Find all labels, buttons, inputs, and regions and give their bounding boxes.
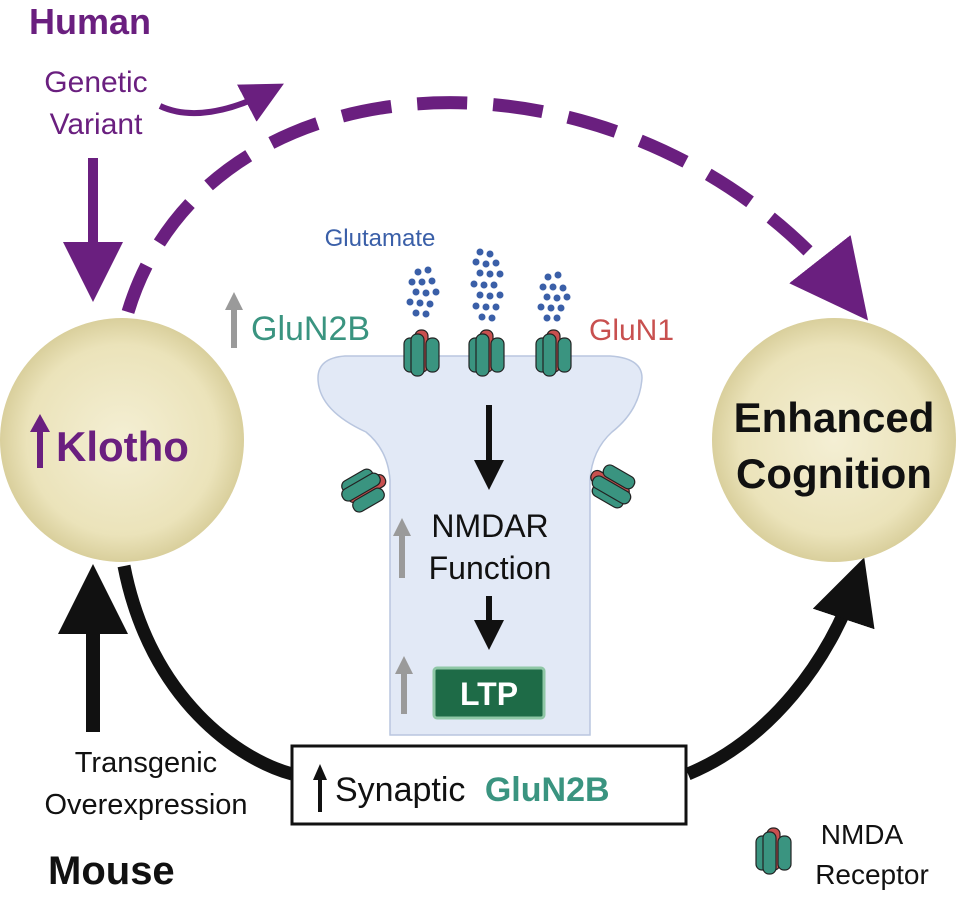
glun2b-up-arrow-icon (225, 292, 243, 348)
transgenic-label: Transgenic (75, 747, 217, 779)
genetic-variant-curve-arrow (158, 83, 284, 122)
cognition-label: Cognition (736, 450, 932, 497)
synaptic-glun2b-box (290, 744, 688, 826)
synaptic-up-arrow-icon (313, 764, 327, 812)
nmdar-label: NMDAR (431, 508, 548, 544)
glutamate-cluster-right (537, 271, 571, 322)
nmda-receptor-side-left (335, 462, 395, 517)
enhanced-label: Enhanced (734, 394, 935, 441)
ltp-up-arrow-icon (395, 656, 413, 714)
enhanced-cognition-circle (712, 318, 956, 562)
nmdar-up-arrow-icon (393, 518, 411, 578)
genetic-label: Genetic (44, 66, 147, 99)
synaptic-word: Synaptic (335, 771, 465, 809)
glun1-label: GluN1 (589, 314, 674, 347)
glutamate-cluster-left (406, 266, 440, 318)
legend-receptor-icon (755, 827, 792, 875)
function-label: Function (429, 550, 552, 586)
legend-receptor-label: Receptor (815, 859, 929, 890)
bottom-arc-left (117, 564, 294, 781)
bottom-arc-right (685, 557, 875, 781)
dashed-arc-arrow (121, 96, 869, 321)
glutamate-cluster-center (470, 248, 504, 322)
ltp-label: LTP (460, 676, 518, 712)
mouse-label: Mouse (48, 849, 175, 893)
nmda-receptor-top-center (468, 329, 505, 377)
glutamate-label: Glutamate (325, 225, 436, 252)
variant-label: Variant (50, 108, 143, 141)
nmda-receptor-top-left (403, 329, 440, 377)
klotho-label: Klotho (56, 423, 189, 470)
klotho-up-arrow-icon (30, 414, 50, 468)
human-label: Human (29, 1, 151, 42)
klotho-circle (0, 318, 244, 562)
synaptic-text: Synaptic GluN2B (335, 771, 610, 809)
synaptic-glun2b-word: GluN2B (485, 771, 610, 809)
overexpression-label: Overexpression (44, 789, 247, 821)
legend-nmda-label: NMDA (821, 819, 904, 850)
nmda-receptor-top-right (535, 329, 572, 377)
glun2b-label: GluN2B (251, 310, 370, 348)
ltp-box (432, 666, 546, 720)
dendritic-spine (317, 355, 643, 736)
